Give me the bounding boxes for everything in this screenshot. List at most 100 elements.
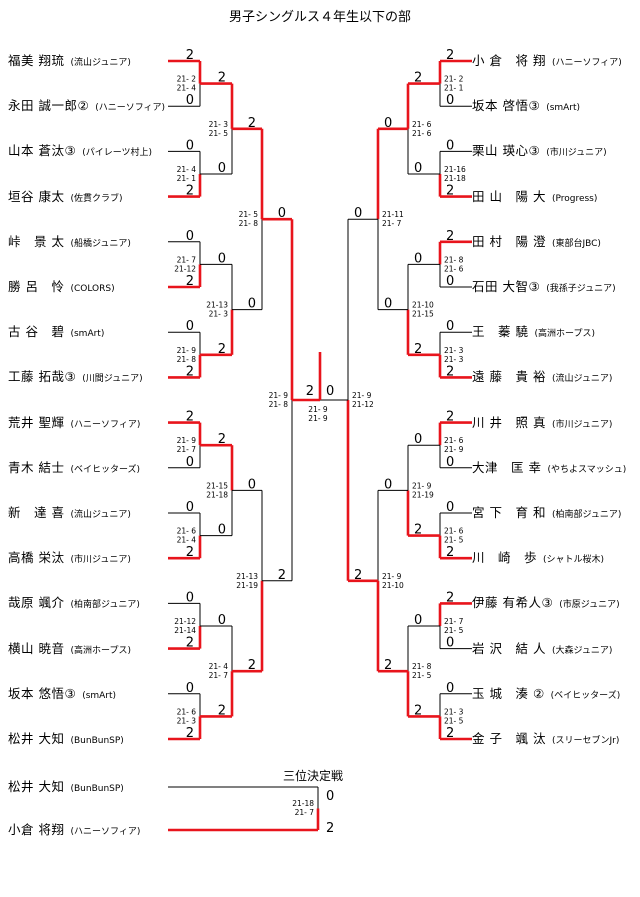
page-title: 男子シングルス４年生以下の部 [228,10,411,25]
match-score: 0 [384,297,392,312]
player-team: (市原ジュニア) [559,600,620,611]
match-score: 0 [186,138,194,153]
right-player-row: 田 山 陽 大 (Progress) [472,187,597,205]
player-name: 金 子 颯 汰 [472,731,546,746]
player-team: (Progress) [551,193,598,204]
player-name: 田 山 陽 大 [472,188,546,204]
game-score: 21- 2 [177,75,197,84]
match-score: 2 [446,545,454,560]
player-name: 川 崎 歩 [472,550,538,566]
game-score: 21-11 [382,210,404,219]
game-score: 21- 4 [177,165,197,174]
game-score: 21- 4 [209,662,229,671]
game-score: 21- 3 [444,355,464,364]
player-name: 荒井 聖輝 [8,414,65,430]
right-player-row: 金 子 颯 汰 (スリーセブンJr) [472,729,619,747]
player-name: 垣谷 康太 [8,188,65,204]
game-score: 21-15 [206,481,228,490]
match-score: 0 [186,93,194,108]
match-score: 0 [384,116,392,131]
game-score: 21-13 [236,572,258,581]
player-name: 横山 暁音 [8,640,65,656]
game-score: 21-18 [206,490,228,499]
player-team: (ハニーソフィア) [551,58,622,68]
player-name: 石田 大智③ [472,279,541,294]
player-name: 玉 城 湊 ② [472,685,545,701]
match-score: 0 [414,161,422,176]
player-team: (市川ジュニア) [70,555,131,566]
game-score: 21- 2 [444,75,464,84]
player-team: (やちよスマッシュ) [547,464,627,475]
match-score: 2 [446,364,454,379]
match-score: 0 [384,477,392,492]
match-score: 0 [446,138,454,153]
match-score: 2 [186,48,194,63]
match-score: 2 [446,48,454,63]
match-score: 2 [414,703,422,718]
game-score: 21- 4 [177,536,197,545]
game-score: 21- 5 [412,671,432,680]
left-player-row: 山本 蒼汰③(パイレーツ村上) [8,141,152,159]
match-score: 0 [446,93,454,108]
match-score: 2 [218,71,226,86]
game-score: 21- 8 [412,662,432,671]
player-team: (ハニーソフィア) [95,103,166,114]
player-name: 山本 蒼汰③ [8,143,77,159]
third-place-game-score: 21- 7 [295,808,315,817]
match-score: 0 [354,206,362,221]
match-score: 0 [186,319,194,334]
match-score: 2 [186,545,194,560]
match-score: 0 [446,455,454,470]
right-player-row: 川 崎 歩(シャトル桜木) [472,548,604,566]
player-name: 栗山 瑛心③ [472,143,541,159]
match-score: 0 [186,500,194,515]
player-team: (高洲ホープス) [70,645,131,656]
right-player-row: 伊藤 有希人③(市原ジュニア) [472,593,620,611]
right-player-row: 石田 大智③ (我孫子ジュニア) [472,277,616,295]
game-score: 21- 7 [382,219,402,228]
player-name: 小 倉 将 翔 [472,53,546,68]
right-player-row: 栗山 瑛心③(市川ジュニア) [472,141,607,159]
player-name: 福美 翔琉 [8,53,65,68]
match-score: 2 [354,568,362,583]
player-name: 新 達 喜 [8,505,65,520]
right-player-row: 王 蓁 驍(高洲ホープス) [472,322,595,340]
left-player-row: 勝 呂 怜(COLORS) [8,277,115,295]
game-score: 21- 5 [444,536,464,545]
match-score: 0 [186,681,194,696]
left-player-row: 哉原 颯介(柏南部ジュニア) [8,593,140,611]
player-team: (スリーセブンJr) [551,736,620,746]
right-player-row: 川 井 照 真(市川ジュニア) [472,413,612,431]
game-score: 21-13 [206,301,228,310]
player-name: 坂本 啓悟③ [472,98,541,114]
player-team: (BunBunSP) [70,736,124,746]
player-team: (流山ジュニア) [70,510,131,520]
third-place-score: 2 [326,821,334,836]
game-score: 21- 6 [444,436,464,445]
game-score: 21-12 [174,617,196,626]
match-score: 0 [218,613,226,628]
match-score: 0 [446,636,454,651]
third-place-score: 0 [326,789,334,804]
game-score: 21- 9 [444,445,464,454]
player-team: (我孫子ジュニア) [546,284,616,294]
match-score: 0 [218,161,226,176]
third-place-title: 三位決定戦 [283,769,344,783]
match-score: 2 [248,658,256,673]
match-score: 0 [446,319,454,334]
player-team: (船橋ジュニア) [70,238,131,249]
third-place-player-row: 小倉 将翔(ハニーソフィア) [8,820,140,838]
player-team: (柏南部ジュニア) [70,600,140,611]
left-player-row: 坂本 悠悟③(smArt) [8,684,116,702]
game-score: 21- 5 [209,129,229,138]
game-score: 21- 8 [177,355,197,364]
player-team: (大森ジュニア) [551,645,613,656]
player-name: 坂本 悠悟③ [8,685,77,701]
player-name: 古 谷 碧 [8,324,65,340]
right-player-row: 宮 下 育 和(柏南部ジュニア) [472,503,621,521]
game-score: 21- 6 [177,707,197,716]
final-game-score: 21- 9 [308,414,328,423]
left-player-row: 垣谷 康太(佐貫クラブ) [8,187,123,205]
game-score: 21- 9 [177,436,197,445]
